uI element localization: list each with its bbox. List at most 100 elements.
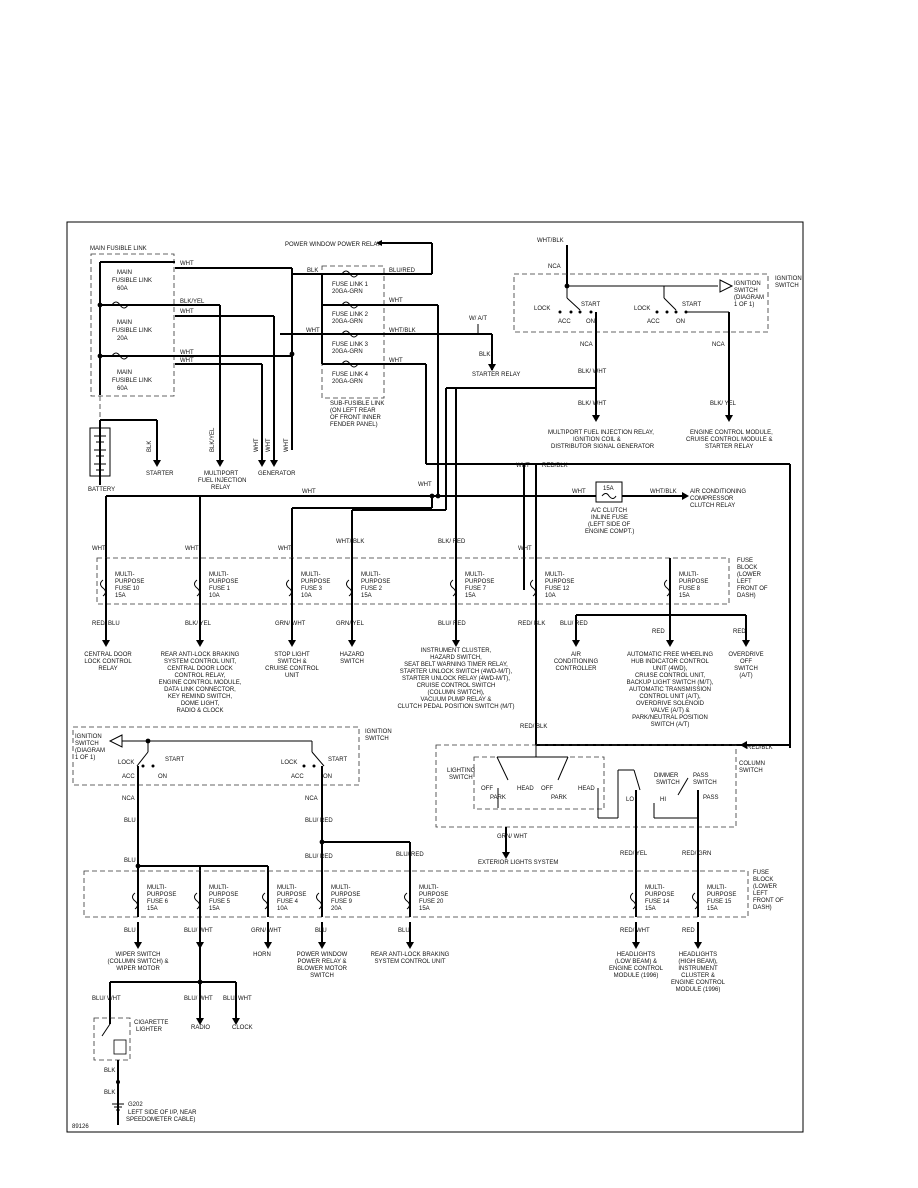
load-label: POWER RELAY &	[297, 959, 346, 965]
load-label: REAR ANTI-LOCK BRAKING	[371, 952, 450, 958]
load-label: UNIT (4WD),	[653, 666, 688, 672]
cigarette-lighter-box	[93, 1017, 131, 1061]
fuse-symbol	[286, 579, 292, 597]
generator-label: GENERATOR	[258, 471, 296, 477]
start-label: START	[165, 757, 184, 763]
fuse-label: FUSE 3	[301, 586, 323, 592]
sub-link-1-rating: 20GA-GRN	[332, 289, 363, 295]
on-label: ON	[586, 319, 595, 325]
fuse-block-label: LEFT	[737, 579, 752, 585]
ac-inline-fuse	[595, 481, 623, 503]
wire-label: BLK/ RED	[438, 539, 466, 545]
acc-label: ACC	[558, 319, 571, 325]
load-label: SYSTEM CONTROL UNIT	[374, 959, 445, 965]
ignition-switch-ref: IGNITION	[734, 281, 761, 287]
fuse-label: FUSE 10	[115, 586, 140, 592]
fuse-label: 15A	[707, 906, 718, 912]
lighting-switch-title: LIGHTING	[447, 768, 476, 774]
load-label: CLUTCH PEDAL POSITION SWITCH (M/T)	[397, 704, 514, 710]
load-labels-2: WIPER SWITCH(COLUMN SWITCH) &WIPER MOTOR…	[108, 952, 726, 993]
fuse-label: MULTI-	[331, 885, 351, 891]
fuse-label: MULTI-	[361, 572, 381, 578]
wire-label: RED	[682, 928, 695, 934]
fuse-label: PURPOSE	[115, 579, 144, 585]
fuse-block-label: FRONT OF	[753, 898, 784, 904]
main-fusible-link-box	[90, 253, 175, 397]
battery-label: BATTERY	[88, 487, 115, 493]
diagram-frame	[66, 221, 804, 1133]
wire-label: BLK/YEL	[180, 299, 205, 305]
ground-g202-label: G202	[128, 1102, 143, 1108]
load-label: SEAT BELT WARNING TIMER RELAY,	[404, 662, 508, 668]
wire-label: WHT	[185, 546, 199, 552]
diagram-id: 89126	[72, 1124, 89, 1130]
fuse-block-label: (LOWER	[737, 572, 762, 578]
load-label: CRUISE CONTROL UNIT,	[635, 673, 705, 679]
ac-fuse-note: INLINE FUSE	[591, 515, 628, 521]
sub-link-2-label: FUSE LINK 2	[332, 312, 369, 318]
fuse-label: MULTI-	[679, 572, 699, 578]
load-label: OVERDRIVE	[728, 652, 763, 658]
fuse-label: MULTI-	[301, 572, 321, 578]
wire-label: WHT	[266, 438, 272, 452]
ac-relay-label: CLUTCH RELAY	[690, 503, 735, 509]
cigarette-lighter-label: CIGARETTE	[134, 1020, 168, 1026]
wire-label: BLK/YEL	[210, 427, 216, 452]
fuse-label: 10A	[545, 593, 556, 599]
main-link-2-label: MAIN	[117, 320, 132, 326]
fuse-label: 15A	[645, 906, 656, 912]
dimmer-switch-label: SWITCH	[656, 780, 680, 786]
wire-label: GRN/ YEL	[336, 621, 365, 627]
fuse-label: PURPOSE	[301, 579, 330, 585]
ignition-switch-box	[513, 273, 769, 333]
wire-label: RED/BLK	[542, 463, 568, 469]
fuse-symbol	[346, 579, 352, 597]
sub-link-3-label: FUSE LINK 3	[332, 342, 369, 348]
wire-label: BLU	[124, 818, 136, 824]
clock-label: CLOCK	[232, 1025, 253, 1031]
ac-relay-label: AIR CONDITIONING	[690, 489, 746, 495]
ground-g202-note: SPEEDOMETER CABLE)	[126, 1117, 195, 1123]
fuse-label: FUSE 12	[545, 586, 570, 592]
load-label: SWITCH (A/T)	[651, 722, 690, 728]
load-label: DATA LINK CONNECTOR,	[164, 687, 236, 693]
exterior-lights-label: EXTERIOR LIGHTS SYSTEM	[478, 860, 558, 866]
ac-relay-label: COMPRESSOR	[690, 496, 734, 502]
fuse-label: FUSE 2	[361, 586, 383, 592]
wire-label: BLU/ WHT	[92, 996, 121, 1002]
load-label: MODULE (1996)	[676, 987, 721, 993]
load-label: BACKUP LIGHT SWITCH (M/T),	[627, 680, 714, 686]
ground-g202-note: LEFT SIDE OF I/P, NEAR	[128, 1110, 197, 1116]
wire-label: WHT	[92, 546, 106, 552]
fuse-block-label: LEFT	[753, 891, 768, 897]
lock-label: LOCK	[634, 306, 650, 312]
load-label: AIR	[571, 652, 582, 658]
connector-arrow	[572, 640, 580, 647]
starter-relay-label: STARTER RELAY	[472, 372, 520, 378]
fuse-label: PURPOSE	[277, 892, 306, 898]
wire-label: RED	[733, 629, 746, 635]
load-label: PARK/NEUTRAL POSITION	[632, 715, 708, 721]
lock-label: LOCK	[118, 760, 134, 766]
fuse-block-bottom	[83, 870, 749, 918]
head-label: HEAD	[517, 786, 534, 792]
cigarette-lighter-label: LIGHTER	[136, 1027, 163, 1033]
load-label: HAZARD SWITCH,	[430, 655, 482, 661]
wire-label: BLK/ WHT	[578, 401, 607, 407]
wire-label: WHT	[278, 546, 292, 552]
load-label: STOP LIGHT	[274, 652, 310, 658]
load-label: POWER WINDOW	[297, 952, 348, 958]
load-label: (HIGH BEAM),	[678, 959, 718, 965]
load-label: (COLUMN SWITCH),	[428, 690, 485, 696]
wire-label: BLU/ RED	[305, 818, 333, 824]
fuse-symbol	[194, 579, 200, 597]
fuse-label: 15A	[419, 906, 430, 912]
ignition-switch-arrow	[719, 279, 734, 293]
wire-label: BLU/ WHT	[184, 928, 213, 934]
ignition-switch-ref: 1 OF 1)	[734, 302, 754, 308]
fuse-block-label: BLOCK	[737, 565, 757, 571]
load-label: UNIT	[285, 673, 299, 679]
fuse-symbol	[664, 579, 670, 597]
wire-label: NCA	[548, 264, 561, 270]
